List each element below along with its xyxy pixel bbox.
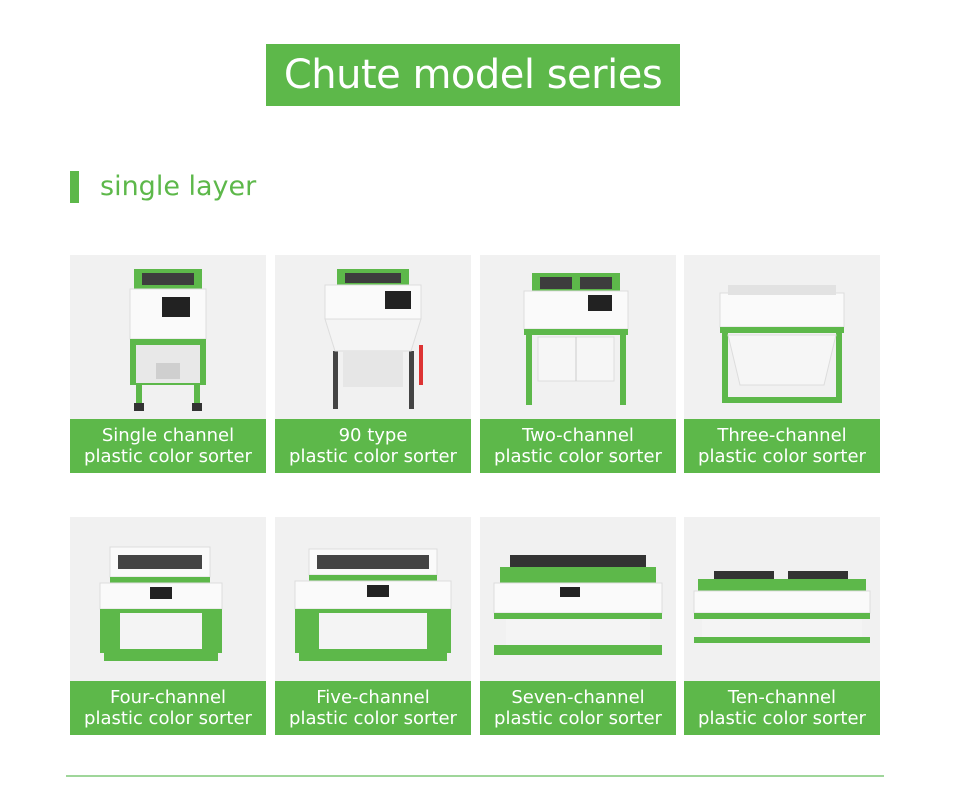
section-title: single layer	[100, 171, 257, 202]
color-sorter-machine-icon	[294, 548, 452, 661]
color-sorter-machine-icon	[719, 285, 845, 403]
product-photo	[684, 517, 880, 681]
product-name: Four-channel	[109, 687, 227, 708]
product-photo	[275, 517, 471, 681]
product-card-five-channel[interactable]: Five-channel plastic color sorter	[275, 517, 471, 735]
product-card-seven-channel[interactable]: Seven-channel plastic color sorter	[480, 517, 676, 735]
product-label: Ten-channel plastic color sorter	[684, 681, 880, 735]
product-photo	[684, 255, 880, 419]
product-type: plastic color sorter	[289, 446, 457, 467]
color-sorter-machine-icon	[99, 546, 223, 661]
page-title: Chute model series	[283, 52, 663, 98]
product-photo	[480, 517, 676, 681]
page-title-banner: Chute model series	[266, 44, 680, 106]
product-name: Ten-channel	[727, 687, 837, 708]
color-sorter-machine-icon	[324, 269, 423, 409]
product-photo	[70, 255, 266, 419]
product-type: plastic color sorter	[84, 446, 252, 467]
product-card-three-channel[interactable]: Three-channel plastic color sorter	[684, 255, 880, 473]
product-name: 90 type	[338, 425, 408, 446]
product-label: Single channel plastic color sorter	[70, 419, 266, 473]
product-card-single-channel[interactable]: Single channel plastic color sorter	[70, 255, 266, 473]
product-card-ten-channel[interactable]: Ten-channel plastic color sorter	[684, 517, 880, 735]
product-type: plastic color sorter	[698, 708, 866, 729]
product-type: plastic color sorter	[698, 446, 866, 467]
product-label: Two-channel plastic color sorter	[480, 419, 676, 473]
product-card-90-type[interactable]: 90 type plastic color sorter	[275, 255, 471, 473]
product-name: Two-channel	[522, 425, 634, 446]
product-label: Four-channel plastic color sorter	[70, 681, 266, 735]
product-label: Five-channel plastic color sorter	[275, 681, 471, 735]
product-card-four-channel[interactable]: Four-channel plastic color sorter	[70, 517, 266, 735]
color-sorter-machine-icon	[493, 555, 663, 655]
product-label: 90 type plastic color sorter	[275, 419, 471, 473]
product-name: Single channel	[101, 425, 235, 446]
product-photo	[275, 255, 471, 419]
product-type: plastic color sorter	[494, 446, 662, 467]
product-name: Seven-channel	[511, 687, 645, 708]
color-sorter-machine-icon	[523, 273, 629, 405]
product-label: Seven-channel plastic color sorter	[480, 681, 676, 735]
product-photo	[70, 517, 266, 681]
product-label: Three-channel plastic color sorter	[684, 419, 880, 473]
product-type: plastic color sorter	[84, 708, 252, 729]
color-sorter-machine-icon	[129, 269, 207, 411]
product-card-two-channel[interactable]: Two-channel plastic color sorter	[480, 255, 676, 473]
footer-divider	[66, 775, 884, 777]
product-name: Five-channel	[316, 687, 430, 708]
product-photo	[480, 255, 676, 419]
color-sorter-machine-icon	[693, 571, 871, 643]
product-name: Three-channel	[717, 425, 847, 446]
product-type: plastic color sorter	[289, 708, 457, 729]
section-marker-bar	[70, 171, 79, 203]
product-type: plastic color sorter	[494, 708, 662, 729]
